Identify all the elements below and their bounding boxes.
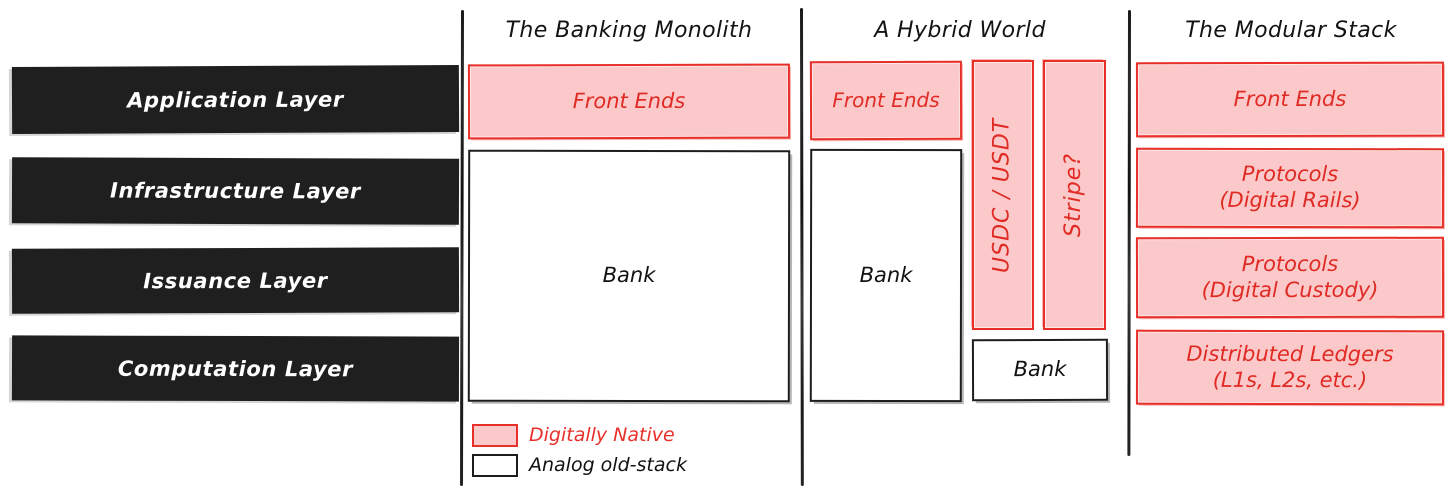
layer-bar-issuance: Issuance Layer	[11, 247, 460, 314]
monolith-box-bank: Bank	[467, 149, 791, 403]
legend-label: Analog old-stack	[529, 454, 687, 476]
box-label: Bank	[1013, 357, 1067, 382]
box-label-line1: Distributed Ledgers	[1186, 341, 1394, 367]
layer-bar-label: Application Layer	[127, 87, 344, 112]
hybrid-box-front-ends: Front Ends	[809, 60, 963, 141]
box-label: Stripe?	[1061, 153, 1087, 237]
column-header-hybrid: A Hybrid World	[874, 18, 1046, 43]
monolith-box-front-ends: Front Ends	[467, 63, 791, 140]
layer-bar-label: Computation Layer	[117, 356, 354, 381]
hybrid-box-stripe: Stripe?	[1043, 60, 1106, 330]
legend-swatch-white	[472, 453, 518, 477]
box-label-line1: Protocols	[1241, 251, 1339, 276]
box-label-line2: (Digital Rails)	[1219, 187, 1361, 213]
box-label: Front Ends	[1233, 86, 1347, 111]
modular-box-distributed-ledgers: Distributed Ledgers (L1s, L2s, etc.)	[1135, 329, 1445, 406]
hybrid-box-bank-main: Bank	[809, 148, 963, 403]
divider-line-1	[460, 9, 464, 487]
layer-bar-label: Issuance Layer	[143, 268, 328, 293]
box-label: USDC / USDT	[989, 117, 1015, 273]
box-label: Front Ends	[832, 88, 940, 113]
layer-bar-infrastructure: Infrastructure Layer	[11, 157, 460, 225]
hybrid-box-usdc-usdt: USDC / USDT	[972, 60, 1034, 330]
hybrid-box-bank-small: Bank	[971, 338, 1109, 402]
column-header-monolith: The Banking Monolith	[505, 18, 753, 43]
modular-box-front-ends: Front Ends	[1135, 61, 1445, 138]
divider-line-3	[1127, 9, 1131, 457]
modular-box-protocols-digital-custody: Protocols (Digital Custody)	[1135, 236, 1445, 319]
box-label-line1: Protocols	[1241, 162, 1339, 187]
box-label: Bank	[859, 262, 913, 287]
legend-item-analog-old-stack: Analog old-stack	[472, 451, 687, 479]
legend-item-digitally-native: Digitally Native	[472, 421, 687, 449]
layer-bar-computation: Computation Layer	[11, 335, 460, 402]
divider-line-2	[800, 7, 804, 487]
layer-bar-label: Infrastructure Layer	[110, 178, 361, 204]
layer-bar-application: Application Layer	[11, 65, 460, 134]
box-label-line2: (Digital Custody)	[1201, 277, 1379, 302]
legend: Digitally Native Analog old-stack	[472, 421, 687, 481]
box-label: Front Ends	[572, 88, 686, 113]
legend-label: Digitally Native	[529, 424, 675, 446]
box-label-line2: (L1s, L2s, etc.)	[1212, 367, 1368, 392]
column-header-modular: The Modular Stack	[1185, 18, 1397, 43]
legend-swatch-pink	[472, 423, 518, 447]
box-label: Bank	[602, 263, 656, 288]
modular-box-protocols-digital-rails: Protocols (Digital Rails)	[1135, 147, 1445, 229]
